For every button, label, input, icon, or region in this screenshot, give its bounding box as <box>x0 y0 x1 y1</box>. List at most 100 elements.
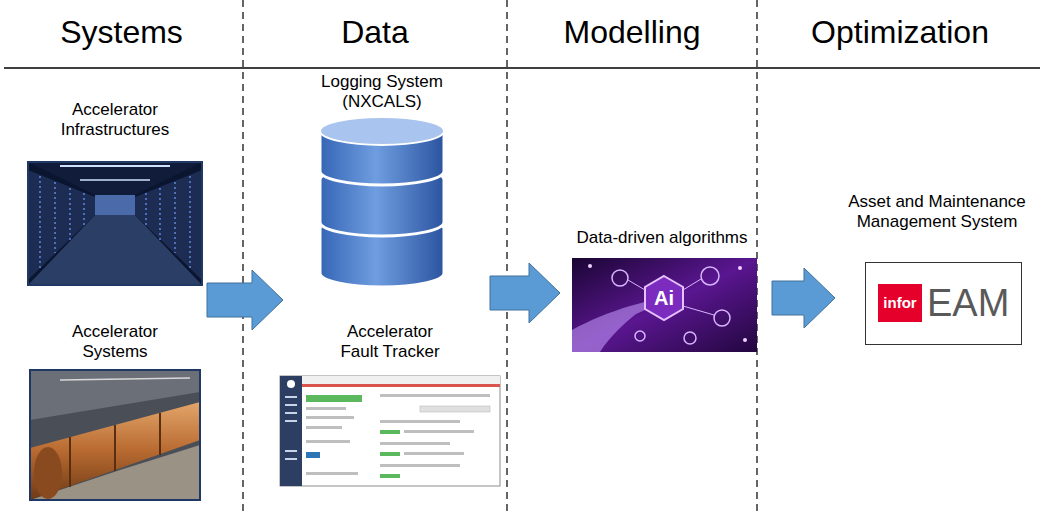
server-room-photo-part <box>69 188 70 240</box>
fault-tracker-screenshot-part <box>380 420 460 423</box>
optimization-column: OptimizationAsset and Maintenance Manage… <box>757 0 1043 514</box>
accelerator-tunnel-photo-part <box>159 413 161 455</box>
column-rules-part <box>4 67 1040 69</box>
fault-tracker-screenshot-part <box>285 396 297 398</box>
accelerator-tunnel-photo-part <box>30 402 200 500</box>
server-room-photo-part <box>39 176 40 268</box>
block-arrow <box>772 268 835 328</box>
ai-photo <box>572 258 757 352</box>
database-icon <box>320 117 444 287</box>
fault-tracker-screenshot-part <box>306 426 342 429</box>
ai-photo-part <box>635 331 645 341</box>
ai-photo-part <box>683 306 714 315</box>
column-rules-part <box>242 0 244 514</box>
fault-tracker-screenshot-part <box>285 412 297 414</box>
ai-photo-part <box>572 258 757 352</box>
ai-photo-part <box>714 310 730 326</box>
accelerator-tunnel-photo-part <box>114 425 116 471</box>
ai-photo-part <box>701 267 719 285</box>
ai-photo-part <box>743 338 747 342</box>
logo-box: inforEAM <box>865 262 1022 345</box>
column-rules-part <box>756 0 758 514</box>
server-room-photo-part <box>60 165 170 167</box>
server-room-photo-part <box>83 193 84 226</box>
ai-photo-part <box>628 280 645 290</box>
modelling-column: ModellingData-driven algorithms <box>507 0 757 514</box>
ai-glyph: Ai <box>647 287 681 309</box>
systems-panel: Accelerator Systems <box>25 322 205 502</box>
server-room-photo-part <box>28 162 202 285</box>
accelerator-tunnel-photo <box>30 370 200 500</box>
server-room-photo-part <box>80 179 150 181</box>
server-room-photo-part <box>95 195 135 215</box>
fault-tracker-screenshot-part <box>302 384 500 387</box>
server-room-photo-part <box>174 182 175 253</box>
fault-tracker-screenshot-part <box>285 450 297 452</box>
server-room-photo-part <box>135 170 202 280</box>
accelerator-tunnel-photo-part <box>34 447 62 499</box>
fault-tracker-screenshot-part <box>380 464 460 467</box>
fault-tracker-screenshot-part <box>306 472 358 475</box>
block-arrow <box>207 270 283 330</box>
eam-panel: Asset and Maintenance Management System i… <box>837 192 1037 347</box>
fault-tracker-screenshot-part <box>280 376 500 486</box>
systems-column: SystemsAccelerator InfrastructuresAccele… <box>0 0 243 514</box>
fault-tracker-screenshot-part <box>380 430 400 434</box>
fault-tracker-panel: Accelerator Fault Tracker <box>278 322 502 490</box>
server-room-photo-part <box>28 170 95 280</box>
ai-photo-part <box>588 264 592 268</box>
infrastructure-panel: Accelerator Infrastructures <box>25 100 205 288</box>
caption-text: Accelerator Fault Tracker <box>330 322 450 363</box>
ai-photo-part <box>738 266 742 270</box>
fault-tracker-screenshot <box>280 376 500 486</box>
column-heading: Optimization <box>757 13 1043 51</box>
server-room-photo-part <box>28 162 202 285</box>
server-room-photo-part <box>54 182 55 253</box>
fault-tracker-screenshot-part <box>306 407 346 410</box>
caption-text: Asset and Maintenance Management System <box>837 192 1037 233</box>
fault-tracker-screenshot-part <box>302 376 500 384</box>
fault-tracker-screenshot-part <box>380 394 490 397</box>
accelerator-tunnel-photo-part <box>30 370 200 500</box>
fault-tracker-screenshot-part <box>285 458 297 460</box>
caption-text: Accelerator Infrastructures <box>45 100 185 141</box>
fault-tracker-screenshot-part <box>404 430 474 433</box>
accelerator-tunnel-photo-part <box>69 437 71 487</box>
data-column: DataLogging System (NXCALS) Accelerator F… <box>243 0 507 514</box>
fault-tracker-screenshot-part <box>404 452 464 455</box>
ai-photo-part <box>612 270 628 286</box>
fault-tracker-screenshot-part <box>287 380 295 388</box>
block-arrow <box>490 263 560 323</box>
caption-text: Data-driven algorithms <box>567 228 757 248</box>
fault-tracker-screenshot-part <box>285 404 297 406</box>
ai-photo-part <box>683 279 701 290</box>
accelerator-tunnel-photo-part <box>30 370 200 500</box>
fault-tracker-screenshot-part <box>285 420 297 422</box>
server-room-photo-part <box>159 188 160 240</box>
logo-badge: infor <box>878 284 922 322</box>
server-room-photo <box>28 162 202 285</box>
caption-text: Accelerator Systems <box>45 322 185 363</box>
fault-tracker-screenshot-part <box>306 440 350 443</box>
server-room-photo-part <box>145 193 146 226</box>
fault-tracker-screenshot-part <box>420 406 490 412</box>
fault-tracker-screenshot-part <box>306 416 354 419</box>
ai-photo-part <box>684 332 696 344</box>
server-room-photo-part <box>189 176 190 268</box>
column-heading: Systems <box>0 13 243 51</box>
fault-tracker-screenshot-part <box>380 442 450 445</box>
ai-photo-part <box>572 300 656 352</box>
logo-word: EAM <box>927 279 1009 327</box>
fault-tracker-screenshot-part <box>280 376 302 486</box>
fault-tracker-screenshot-part <box>306 395 362 402</box>
fault-tracker-screenshot-part <box>306 452 320 458</box>
column-heading: Data <box>243 13 507 51</box>
column-heading: Modelling <box>507 13 757 51</box>
fault-tracker-screenshot-part <box>380 474 400 478</box>
database-panel: Logging System (NXCALS) <box>300 72 464 278</box>
fault-tracker-screenshot-part <box>380 452 400 456</box>
ai-photo-part <box>645 276 683 320</box>
